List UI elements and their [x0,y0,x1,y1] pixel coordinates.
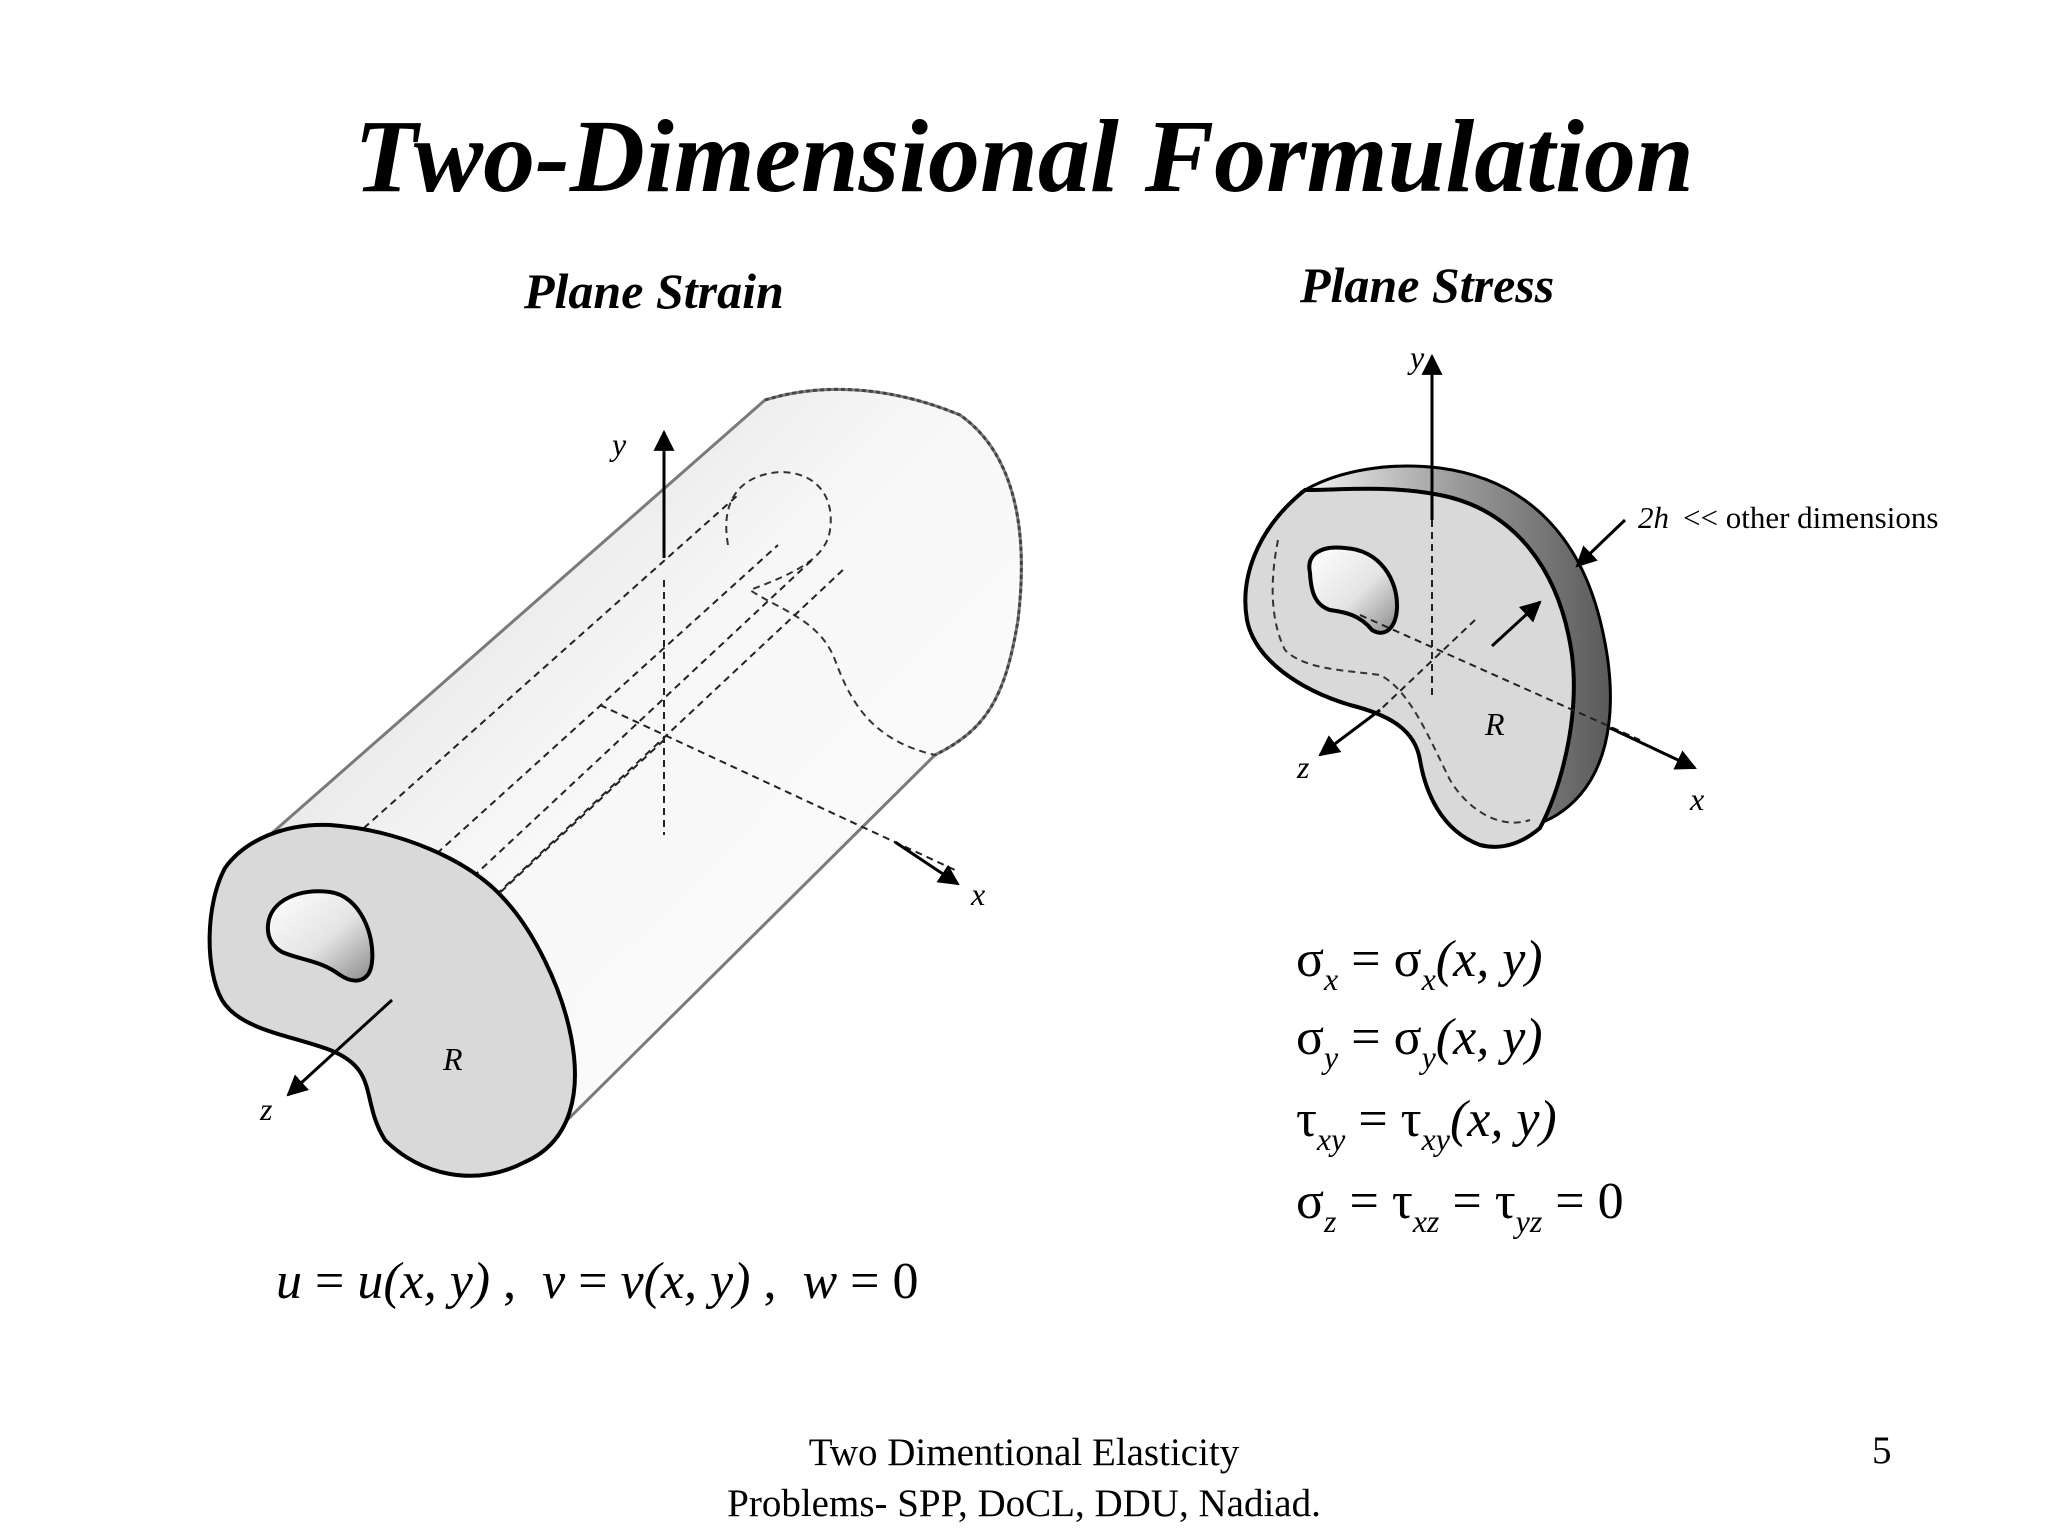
page-number: 5 [1872,1429,1892,1472]
stress-eq-1: σx = σx(x, y) [1296,931,1543,997]
plane-stress-heading: Plane Stress [1300,257,1555,313]
hole [265,889,375,983]
footer-line-1: Two Dimentional Elasticity [808,1431,1240,1474]
stress-eq-2: σy = σy(x, y) [1296,1009,1543,1075]
plane-strain-heading: Plane Strain [524,263,784,319]
stress-eq-4: σz = τxz = τyz = 0 [1296,1173,1624,1239]
thickness-note: << other dimensions [1683,500,1938,535]
footer: Two Dimentional Elasticity Problems- SPP… [624,1428,1424,1529]
stress-eq-3: τxy = τxy(x, y) [1296,1091,1557,1157]
strain-displacement-equation: u = u(x, y) , v = v(x, y) , w = 0 [276,1253,919,1310]
plate-hole [1307,545,1400,635]
strain-y-label: y [609,426,627,462]
plane-strain-cylinder [207,387,1023,1178]
z-axis [286,998,394,1097]
stress-x-label: x [1689,781,1704,817]
plate-front-face [1243,486,1576,849]
thickness-h-label: 2h [1638,500,1669,535]
thickness-arrow-inner [1490,600,1542,648]
plate-z-axis [1318,708,1381,757]
strain-z-label: z [259,1091,273,1127]
strain-x-label: x [970,876,985,912]
hidden-far-section [725,470,936,756]
stress-region-label: R [1484,706,1505,742]
plate-x-axis [1609,726,1697,770]
strain-region-label: R [442,1041,463,1077]
thickness-arrow-outer [1575,518,1627,568]
plane-stress-plate [1243,353,1697,849]
stress-z-label: z [1296,749,1310,785]
stress-y-label: y [1407,339,1425,375]
x-axis [894,840,960,886]
slide-title: Two-Dimensional Formulation [354,99,1694,214]
footer-line-2: Problems- SPP, DoCL, DDU, Nadiad. [727,1481,1321,1525]
